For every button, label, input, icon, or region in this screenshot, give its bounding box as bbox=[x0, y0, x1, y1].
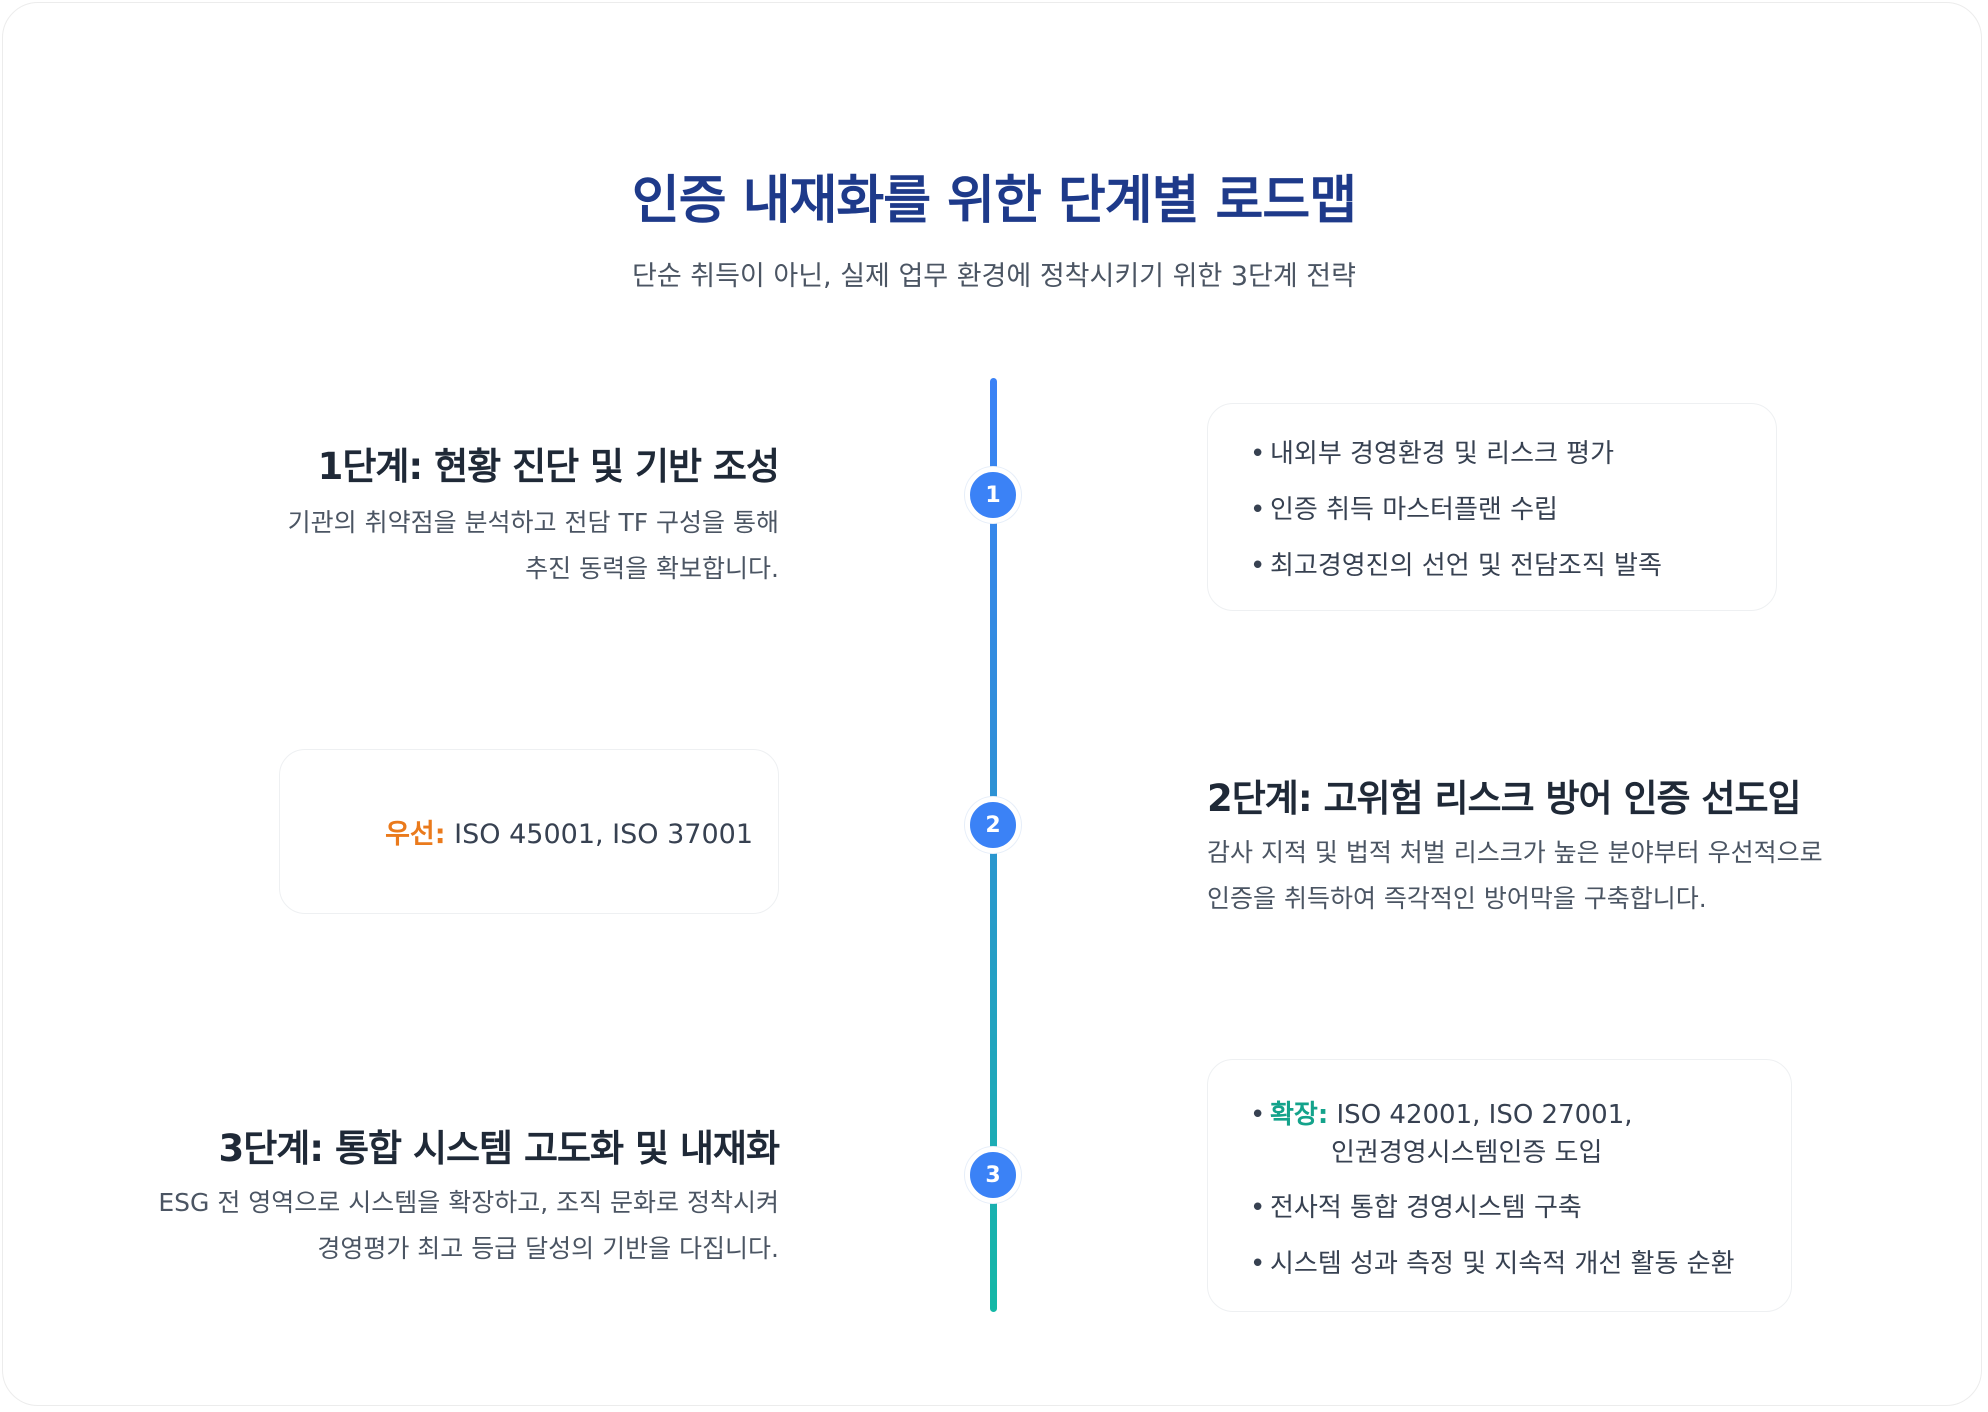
step-1-description: 기관의 취약점을 분석하고 전담 TF 구성을 통해 추진 동력을 확보합니다. bbox=[288, 500, 779, 592]
step-3-node: 3 bbox=[965, 1147, 1021, 1203]
page-subtitle: 단순 취득이 아닌, 실제 업무 환경에 정착시키기 위한 3단계 전략 bbox=[631, 261, 1356, 292]
priority-value: ISO 45001, ISO 37001 bbox=[454, 819, 753, 850]
step-2-heading: 2단계: 고위험 리스크 방어 인증 선도입 bbox=[1207, 777, 1802, 820]
task-item: •인증 취득 마스터플랜 수립 bbox=[1250, 495, 1558, 525]
desc-line: ESG 전 영역으로 시스템을 확장하고, 조직 문화로 정착시켜 bbox=[158, 1188, 779, 1217]
step-1-task-box: •내외부 경영환경 및 리스크 평가 •인증 취득 마스터플랜 수립 •최고경영… bbox=[1207, 403, 1777, 611]
desc-line: 감사 지적 및 법적 처벌 리스크가 높은 분야부터 우선적으로 bbox=[1207, 838, 1823, 867]
desc-line: 추진 동력을 확보합니다. bbox=[525, 554, 779, 583]
step-2-description: 감사 지적 및 법적 처벌 리스크가 높은 분야부터 우선적으로 인증을 취득하… bbox=[1207, 830, 1823, 922]
step-2-priority-box: 우선: ISO 45001, ISO 37001 bbox=[279, 749, 779, 914]
task-item: •최고경영진의 선언 및 전담조직 발족 bbox=[1250, 551, 1662, 581]
desc-line: 기관의 취약점을 분석하고 전담 TF 구성을 통해 bbox=[287, 508, 779, 537]
desc-line: 인증을 취득하여 즉각적인 방어막을 구축합니다. bbox=[1207, 884, 1707, 913]
step-1-heading: 1단계: 현황 진단 및 기반 조성 bbox=[317, 445, 780, 488]
priority-label: 우선: bbox=[385, 819, 446, 850]
task-item: •내외부 경영환경 및 리스크 평가 bbox=[1250, 439, 1615, 469]
desc-line: 경영평가 최고 등급 달성의 기반을 다집니다. bbox=[317, 1234, 779, 1263]
step-3-description: ESG 전 영역으로 시스템을 확장하고, 조직 문화로 정착시켜 경영평가 최… bbox=[158, 1180, 779, 1272]
step-2-node: 2 bbox=[965, 797, 1021, 853]
task-item-expand-cont: 인권경영시스템인증 도입 bbox=[1331, 1138, 1603, 1168]
step-3-heading: 3단계: 통합 시스템 고도화 및 내재화 bbox=[218, 1127, 780, 1170]
task-item: •시스템 성과 측정 및 지속적 개선 활동 순환 bbox=[1250, 1249, 1735, 1279]
task-item-expand: •확장: ISO 42001, ISO 27001, bbox=[1250, 1100, 1633, 1130]
page-title: 인증 내재화를 위한 단계별 로드맵 bbox=[631, 171, 1357, 231]
step-3-task-box: •확장: ISO 42001, ISO 27001, 인권경영시스템인증 도입 … bbox=[1207, 1059, 1792, 1312]
step-1-node: 1 bbox=[965, 467, 1021, 523]
task-item: •전사적 통합 경영시스템 구축 bbox=[1250, 1193, 1582, 1223]
